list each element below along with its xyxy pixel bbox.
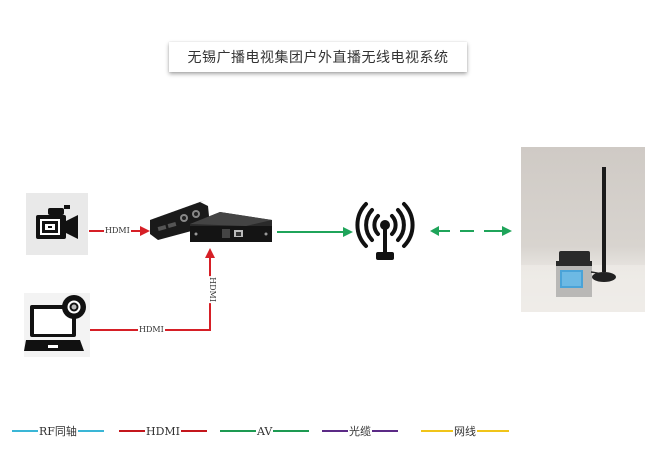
diagram-title: 无锡广播电视集团户外直播无线电视系统 (169, 42, 467, 72)
laptop-webcam-icon (24, 295, 86, 351)
legend-swatch-av (273, 430, 310, 432)
wireless-antenna-icon (355, 202, 415, 260)
arrow-head-icon (343, 227, 353, 237)
legend-swatch-rf (12, 430, 38, 432)
legend-swatch-hdmi (181, 430, 208, 432)
legend-ethernet: 网线 (421, 424, 509, 438)
legend-label-ethernet: 网线 (454, 425, 476, 438)
legend-swatch-hdmi (119, 430, 145, 432)
legend-label-av: AV (257, 424, 273, 438)
legend-av: AV (220, 424, 310, 438)
legend-swatch-ethernet (477, 430, 509, 432)
encoder-device (148, 196, 274, 246)
legend-label-rf: RF同轴 (39, 425, 77, 438)
hdmi-label-laptop-vertical: HDMI (207, 276, 217, 303)
transmitter-node (352, 196, 418, 266)
video-camera-icon (36, 205, 78, 239)
arrow-head-icon (205, 248, 215, 258)
encoder-device-icon (150, 200, 272, 242)
hdmi-label-laptop-horizontal: HDMI (138, 325, 165, 334)
receiver-node (521, 147, 645, 312)
camera-node (26, 193, 88, 255)
legend-swatch-av (220, 430, 256, 432)
legend-swatch-ethernet (421, 430, 453, 432)
legend-label-fiber: 光缆 (349, 425, 371, 438)
legend-hdmi: HDMI (119, 424, 208, 438)
laptop-node (24, 293, 90, 357)
arrow-head-icon (140, 226, 150, 236)
receiver-device-photo (521, 167, 645, 312)
legend-label-hdmi: HDMI (146, 424, 181, 438)
hdmi-label-camera: HDMI (104, 226, 131, 235)
legend-swatch-rf (77, 430, 104, 432)
legend-swatch-fiber (372, 430, 398, 432)
av-line-encoder-transmitter (277, 231, 347, 233)
wireless-link-dashed (430, 226, 512, 236)
legend-rf: RF同轴 (12, 424, 104, 438)
legend-fiber: 光缆 (322, 424, 398, 438)
legend-swatch-fiber (322, 430, 348, 432)
